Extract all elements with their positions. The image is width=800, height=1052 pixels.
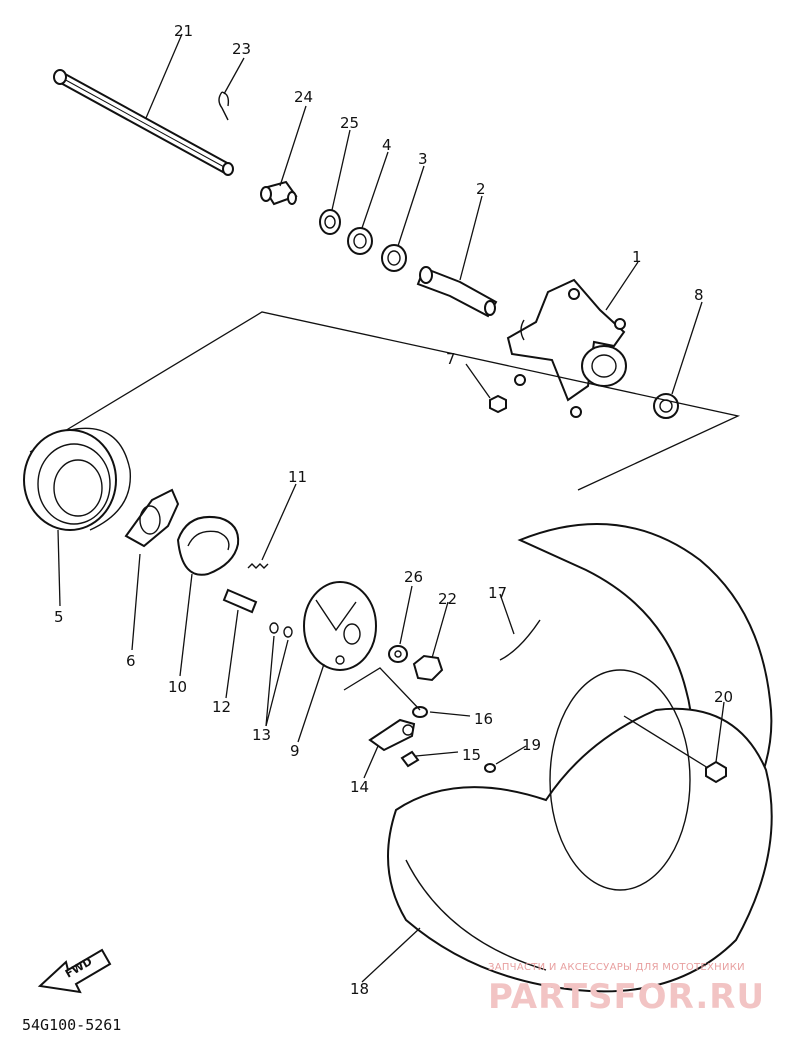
part-label: 18: [350, 980, 369, 998]
part-label: 20: [714, 688, 733, 706]
brake-camshaft: [222, 588, 258, 614]
part-label: 17: [488, 584, 507, 602]
part-label: 4: [382, 136, 392, 154]
collar: [260, 180, 298, 206]
part-label: 9: [290, 742, 300, 760]
part-label: 26: [404, 568, 423, 586]
watermark-tagline: ЗАПЧАСТИ И АКСЕССУАРЫ ДЛЯ МОТОТЕХНИКИ: [488, 962, 745, 973]
brake-lever: [368, 718, 416, 752]
group-outline: [29, 311, 741, 491]
washer: [388, 645, 408, 663]
part-label: 14: [350, 778, 369, 796]
fwd-arrow: FWD: [37, 948, 112, 994]
part-label: 22: [438, 590, 457, 608]
seal-plate: [124, 488, 180, 548]
part-label: 7: [446, 350, 456, 368]
castle-nut: [412, 654, 444, 682]
part-label: 13: [252, 726, 271, 744]
part-label: 19: [522, 736, 541, 754]
bearing-b: [381, 244, 407, 272]
brake-drum: [23, 427, 132, 531]
hub-nut: [489, 394, 507, 414]
oil-seal-outer: [653, 393, 679, 419]
cotter-pin: [218, 91, 230, 121]
axle-shaft: [53, 69, 234, 176]
bearing-a: [347, 227, 373, 255]
spring: [247, 563, 269, 569]
wheel-hub: [506, 278, 627, 418]
part-label: 25: [340, 114, 359, 132]
part-label: 10: [168, 678, 187, 696]
part-label: 15: [462, 746, 481, 764]
spacer: [416, 266, 498, 318]
part-label: 8: [694, 286, 704, 304]
part-label: 24: [294, 88, 313, 106]
part-number-labels: 1 2 3 4 5 6 7 8 9 10 11 12 13 14 15 16 1…: [54, 22, 733, 998]
part-label: 23: [232, 40, 251, 58]
watermark: ЗАПЧАСТИ И АКСЕССУАРЫ ДЛЯ МОТОТЕХНИКИ PA…: [488, 962, 765, 1017]
lever-bolt: [400, 750, 420, 768]
part-label: 12: [212, 698, 231, 716]
tire-lower: [387, 669, 773, 993]
valve: [484, 763, 496, 773]
brake-shoe: [176, 516, 240, 576]
part-label: 6: [126, 652, 136, 670]
part-label: 11: [288, 468, 307, 486]
part-label: 2: [476, 180, 486, 198]
o-rings: [269, 622, 293, 638]
diagram-code: 54G100-5261: [22, 1016, 121, 1034]
part-label: 16: [474, 710, 493, 728]
part-label: 1: [632, 248, 642, 266]
leader-lines: [57, 33, 725, 983]
part-label: 5: [54, 608, 64, 626]
part-label: 3: [418, 150, 428, 168]
brake-shoe-plate: [303, 581, 377, 671]
oil-seal: [319, 209, 341, 235]
watermark-brand: PARTSFOR.RU: [488, 977, 765, 1017]
lever-nut: [412, 706, 428, 718]
part-label: 21: [174, 22, 193, 40]
